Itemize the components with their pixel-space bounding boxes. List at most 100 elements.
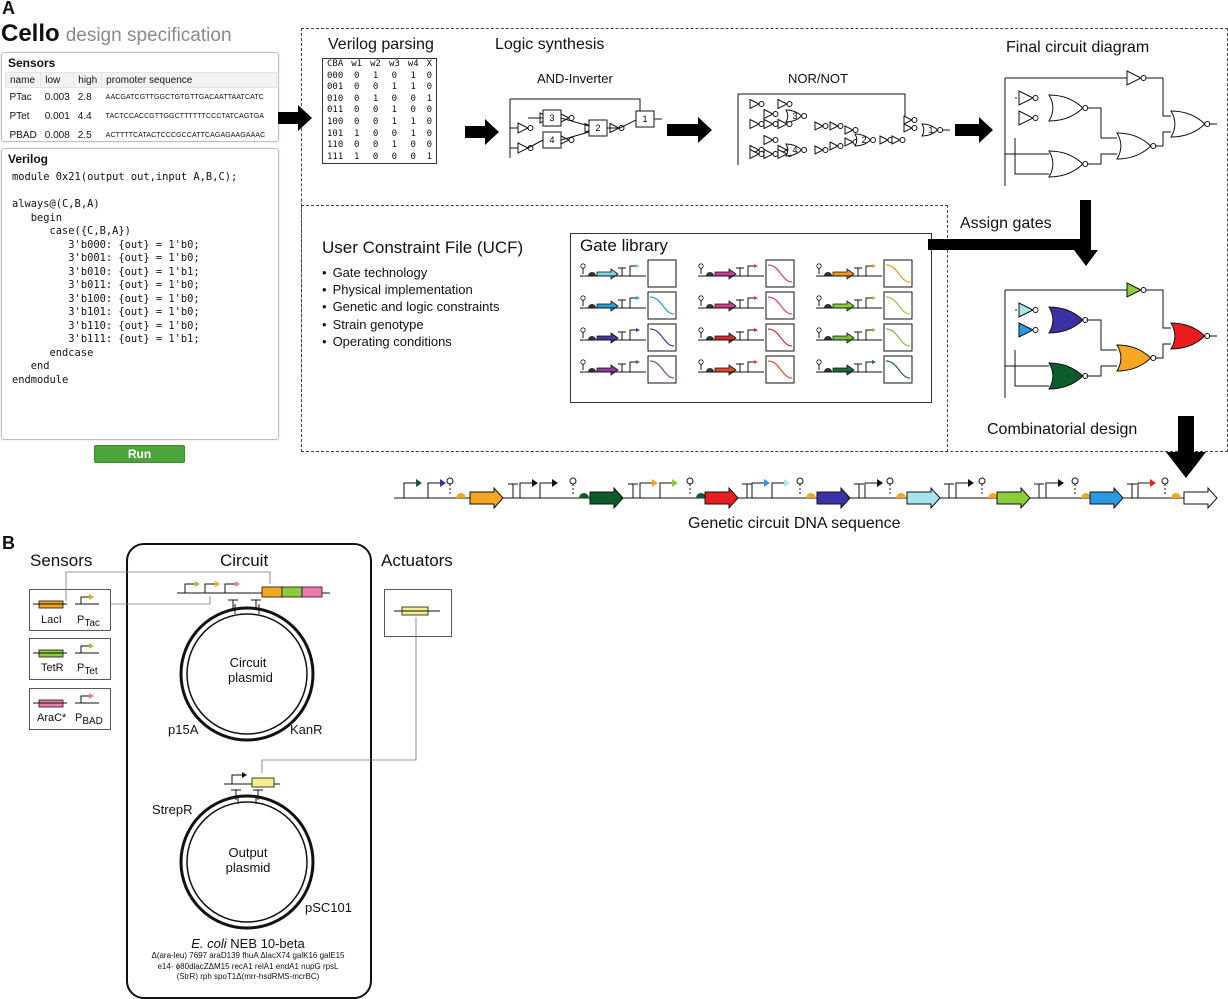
circuit-plasmid-line2: plasmid — [228, 670, 273, 685]
sensor-sequence: TACTCCACCGTTGGCTTTTTTCCCTATCAGTGA — [105, 113, 265, 120]
promoter-arrowhead — [215, 581, 220, 587]
logic-synthesis-label: Logic synthesis — [495, 36, 605, 53]
promoter-icon — [751, 482, 764, 498]
not-gate — [763, 134, 775, 146]
terminator-icon — [580, 327, 586, 333]
sensor-low: 0.008 — [44, 130, 70, 141]
rbs-icon — [588, 304, 596, 308]
list-item: Gate technology — [322, 264, 500, 281]
process-arrow — [278, 105, 312, 131]
promoter-icon — [184, 583, 195, 593]
wire — [1014, 350, 1049, 387]
gene-arrow-icon — [714, 332, 737, 344]
truth-header-cell: w4 — [407, 59, 419, 69]
ecoli-name: E. coli NEB 10-beta — [128, 936, 368, 951]
ucf-dashed-frame — [301, 205, 948, 452]
nor-gate — [1048, 150, 1084, 178]
gate-bubble — [911, 125, 918, 131]
promoter-arrowhead — [532, 479, 538, 487]
table-row[interactable]: PTet 0.001 4.4 TACTCCACCGTTGGCTTTTTTCCCT… — [6, 107, 277, 126]
gene-arrow-icon — [832, 268, 855, 280]
promoter-icon — [865, 297, 872, 308]
promoter-arrowhead — [440, 479, 446, 487]
verilog-code[interactable]: module 0x21(output out,input A,B,C); alw… — [12, 171, 237, 387]
cello-subtitle: design specification — [65, 25, 232, 46]
truth-cell: 010 — [327, 93, 344, 104]
circuit-gene-icon — [261, 586, 283, 598]
promoter-arrowhead — [636, 360, 640, 364]
gene-arrow-icon — [714, 364, 737, 376]
gate-bubble — [801, 147, 808, 153]
wire — [1087, 365, 1117, 377]
truth-cell: 0 — [372, 128, 379, 139]
sensor-name: PTac — [9, 92, 32, 103]
rbs-icon — [579, 493, 589, 498]
truth-header-cell: w3 — [388, 59, 400, 69]
sensor-low: 0.003 — [44, 92, 70, 103]
promoter-arrowhead — [636, 296, 640, 300]
promoter-arrowhead — [89, 643, 94, 649]
gate-bubble — [852, 127, 859, 133]
gate-library-box: Gate library — [570, 233, 932, 403]
ptet-sub: Tet — [84, 666, 98, 678]
table-row[interactable]: PBAD 0.008 2.5 ACTTTTCATACTCCCGCCATTCAGA… — [6, 126, 277, 145]
rbs-icon — [988, 493, 998, 498]
code-line: begin — [12, 211, 63, 224]
promoter-arrowhead — [89, 594, 94, 600]
truth-cell: 0 — [353, 105, 360, 116]
not-gate — [517, 142, 530, 154]
verilog-parsing-label: Verilog parsing — [328, 36, 434, 53]
list-item: Strain genotype — [322, 316, 500, 333]
code-line: end — [12, 360, 50, 372]
code-line: 3'b100: {out} = 1'b0; — [12, 292, 200, 305]
gate-bubble — [822, 147, 829, 153]
panel-a-label: A — [2, 0, 15, 18]
not-gate — [829, 141, 840, 151]
promoter-icon — [864, 482, 877, 498]
panel-b-label: B — [2, 533, 15, 553]
genotype-line: e14- ϕ80dlacZΔM15 recA1 relA1 endA1 nupG… — [157, 961, 339, 971]
terminator-icon — [698, 327, 704, 333]
sensors-heading: Sensors — [30, 551, 93, 570]
and-gate-number: 1 — [642, 114, 647, 124]
truth-cell: 1 — [391, 105, 398, 116]
nor-gate — [1170, 110, 1206, 138]
code-line: 3'b101: {out} = 1'b0; — [12, 306, 200, 318]
truth-cell: 0 — [391, 70, 398, 81]
promoter-arrowhead — [872, 360, 876, 364]
transfer-function-curve — [885, 360, 911, 379]
table-row[interactable]: PTac 0.003 2.8 AACGATCGTTGGCTGTGTTGACAAT… — [6, 88, 277, 108]
terminator-icon — [816, 263, 822, 269]
truth-cell: 0 — [353, 116, 360, 127]
gene-arrow-icon — [596, 364, 619, 376]
arac-label: AraC* — [37, 712, 67, 724]
gate-bubble — [568, 137, 575, 143]
promoter-icon — [231, 774, 242, 784]
promoter-arrowhead — [872, 328, 876, 332]
verilog-editor[interactable]: Verilog module 0x21(output out,input A,B… — [1, 148, 279, 440]
ptet-label: PTet — [77, 662, 98, 677]
truth-cell: 110 — [327, 140, 344, 151]
terminator-icon — [1071, 477, 1079, 485]
code-line: endmodule — [12, 373, 69, 386]
rbs-icon — [588, 272, 596, 276]
list-item: Operating conditions — [322, 333, 500, 350]
run-button[interactable]: Run — [94, 445, 185, 463]
truth-cell: 0 — [391, 151, 398, 162]
truth-cell: 0 — [391, 128, 398, 139]
transfer-function-curve — [649, 296, 675, 315]
promoter-arrowhead — [872, 296, 876, 300]
promoter-icon — [539, 482, 552, 498]
assign-gates-bar — [928, 239, 1086, 250]
transfer-function-curve — [885, 328, 911, 347]
promoter-icon — [629, 329, 636, 340]
promoter-arrowhead — [416, 479, 422, 487]
output-plasmid-line1: Output — [228, 845, 268, 860]
not-gate — [829, 121, 840, 131]
gate-bubble — [758, 151, 765, 157]
truth-cell: 1 — [353, 128, 360, 139]
transfer-function-curve — [885, 296, 911, 315]
gate-bubble — [772, 121, 779, 127]
nor-gate — [1048, 94, 1084, 122]
